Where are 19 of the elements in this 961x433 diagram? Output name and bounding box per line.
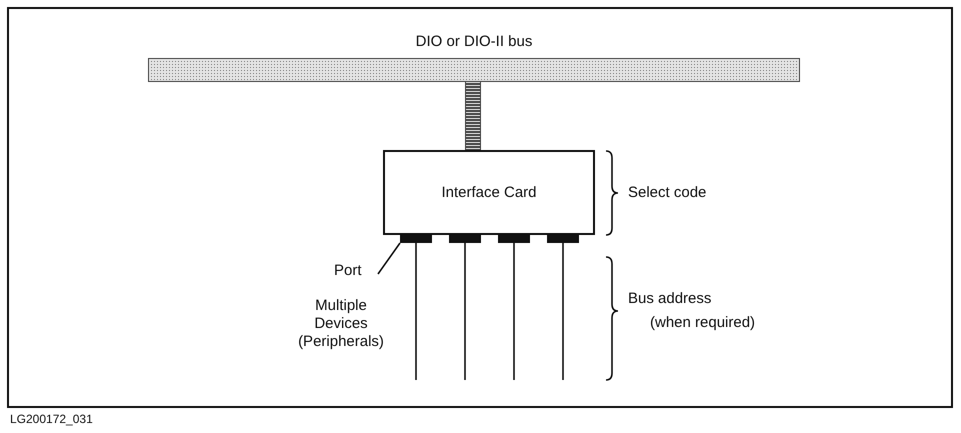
note: (when required) bbox=[650, 314, 756, 331]
device-line bbox=[562, 243, 564, 380]
port-connector bbox=[547, 235, 579, 243]
leader-line bbox=[377, 242, 401, 274]
bus-stub bbox=[465, 82, 481, 150]
port-connector bbox=[498, 235, 530, 243]
brace-label: Bus address bbox=[628, 290, 712, 307]
brace-label: Select code bbox=[628, 184, 706, 201]
bus-label: DIO or DIO-II bus bbox=[416, 33, 532, 50]
figure-code: LG200172_031 bbox=[10, 412, 93, 426]
device-label: Multiple Devices (Peripherals) bbox=[297, 297, 385, 351]
interface-card-box bbox=[383, 150, 595, 235]
device-line bbox=[513, 243, 515, 380]
port-connector bbox=[400, 235, 432, 243]
card-label: Interface Card bbox=[441, 184, 537, 201]
port-connector bbox=[449, 235, 481, 243]
port-label: Port bbox=[334, 262, 362, 279]
device-line bbox=[464, 243, 466, 380]
device-line bbox=[415, 243, 417, 380]
